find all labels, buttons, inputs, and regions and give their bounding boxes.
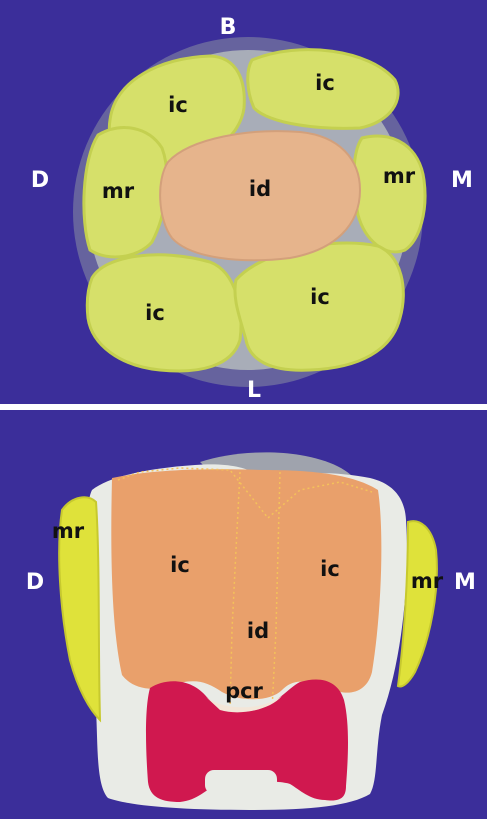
label-id-center: id [247,619,269,643]
dentin-orange-body [111,469,381,699]
label-ic-bottom-left: ic [145,301,165,325]
direction-label-m: M [451,168,473,193]
label-ic-right: ic [320,557,340,581]
label-ic-bottom-right: ic [310,285,330,309]
occlusal-view-panel: B L D M ic ic mr id mr ic ic [0,0,487,404]
cross-section-view-panel: D M mr ic ic id mr pcr [0,410,487,819]
label-mr-left: mr [52,519,85,543]
label-ic-top-right: ic [315,71,335,95]
label-mr-left: mr [102,179,135,203]
label-id-center: id [249,177,271,201]
direction-label-d: D [26,570,44,595]
label-ic-top-left: ic [168,93,188,117]
direction-label-l: L [247,378,261,403]
label-ic-left: ic [170,553,190,577]
pulp-canal-gap [205,770,277,794]
label-mr-right: mr [383,164,416,188]
direction-label-b: B [220,15,237,40]
label-pcr: pcr [225,679,263,703]
label-mr-right: mr [411,569,444,593]
direction-label-m: M [454,570,476,595]
direction-label-d: D [31,168,49,193]
